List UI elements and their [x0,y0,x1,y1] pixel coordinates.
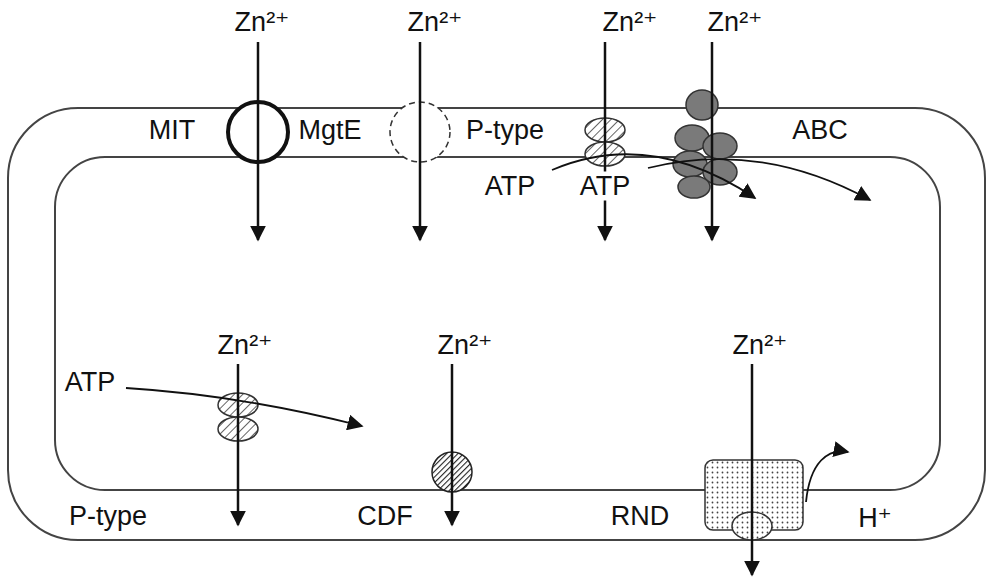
transport-label: MgtE [296,116,363,145]
transport-label: RND [609,502,672,531]
transport-label: Zn²⁺ [731,331,790,360]
transport-label: Zn²⁺ [406,8,465,37]
transport-label: P-type [67,502,149,531]
outer-membrane [8,108,985,540]
transport-label: ATP [483,172,538,201]
transport-label: Zn²⁺ [601,8,660,37]
transport-label: CDF [355,502,415,531]
transport-label: Zn²⁺ [216,331,275,360]
energy-arrow [126,154,870,502]
transport-label: H⁺ [856,504,894,533]
transport-label: Zn²⁺ [706,8,765,37]
transport-label: P-type [464,116,546,145]
transport-label: ATP [578,172,633,201]
transport-label: ABC [790,116,850,145]
inner-membrane [55,157,940,490]
transport-label: MIT [147,116,198,145]
transport-label: ATP [63,368,118,397]
zn-flux-arrow [238,42,752,575]
transport-label: Zn²⁺ [233,8,292,37]
rnd-transporter [705,460,803,540]
transport-label: Zn²⁺ [436,331,495,360]
